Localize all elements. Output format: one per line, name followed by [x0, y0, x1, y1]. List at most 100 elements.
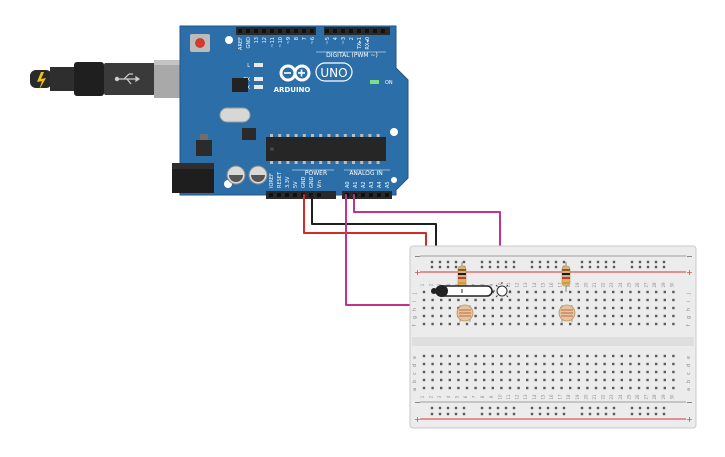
breadboard-hole[interactable]	[543, 386, 546, 390]
header-pin[interactable]	[361, 193, 365, 197]
breadboard-hole[interactable]	[457, 362, 460, 366]
breadboard-hole[interactable]	[431, 362, 434, 366]
breadboard-hole[interactable]	[422, 362, 426, 366]
breadboard-hole[interactable]	[663, 354, 666, 358]
breadboard-hole[interactable]	[655, 370, 658, 374]
breadboard-hole[interactable]	[586, 314, 589, 318]
breadboard-hole[interactable]	[440, 322, 443, 326]
breadboard-hole[interactable]	[457, 298, 460, 302]
breadboard-hole[interactable]	[422, 314, 426, 318]
breadboard-hole[interactable]	[612, 354, 615, 358]
breadboard-hole[interactable]	[534, 290, 537, 294]
header-pin[interactable]	[349, 29, 353, 33]
rail-hole[interactable]	[588, 260, 592, 264]
breadboard-hole[interactable]	[526, 322, 529, 326]
breadboard-hole[interactable]	[483, 322, 486, 326]
rail-hole[interactable]	[430, 260, 434, 264]
breadboard-hole[interactable]	[551, 370, 555, 374]
rail-hole[interactable]	[654, 260, 658, 264]
breadboard-hole[interactable]	[500, 386, 503, 390]
rail-hole[interactable]	[604, 412, 608, 416]
rail-hole[interactable]	[554, 406, 558, 410]
rail-hole[interactable]	[662, 260, 666, 264]
breadboard-hole[interactable]	[508, 354, 512, 358]
breadboard-hole[interactable]	[577, 290, 580, 294]
rail-hole[interactable]	[630, 406, 634, 410]
breadboard-hole[interactable]	[629, 322, 632, 326]
rail-hole[interactable]	[630, 412, 634, 416]
rail-hole[interactable]	[546, 412, 550, 416]
breadboard-hole[interactable]	[440, 378, 443, 382]
breadboard-hole[interactable]	[543, 370, 546, 374]
breadboard-hole[interactable]	[594, 362, 598, 366]
breadboard-hole[interactable]	[551, 290, 555, 294]
breadboard-hole[interactable]	[500, 298, 503, 302]
breadboard-hole[interactable]	[577, 370, 580, 374]
rail-hole[interactable]	[638, 260, 642, 264]
breadboard-hole[interactable]	[431, 306, 434, 310]
rail-hole[interactable]	[662, 265, 666, 269]
breadboard-hole[interactable]	[508, 362, 512, 366]
rail-hole[interactable]	[512, 412, 516, 416]
breadboard-hole[interactable]	[457, 378, 460, 382]
rail-hole[interactable]	[646, 406, 650, 410]
rail-hole[interactable]	[512, 265, 516, 269]
rail-hole[interactable]	[446, 406, 450, 410]
breadboard-hole[interactable]	[594, 314, 598, 318]
rail-hole[interactable]	[638, 265, 642, 269]
breadboard-hole[interactable]	[534, 298, 537, 302]
breadboard-hole[interactable]	[508, 298, 512, 302]
breadboard-hole[interactable]	[637, 386, 641, 390]
rail-hole[interactable]	[596, 265, 600, 269]
breadboard-hole[interactable]	[603, 354, 606, 358]
breadboard-hole[interactable]	[440, 362, 443, 366]
header-pin[interactable]	[369, 193, 373, 197]
breadboard-hole[interactable]	[612, 378, 615, 382]
breadboard-hole[interactable]	[457, 370, 460, 374]
breadboard-hole[interactable]	[655, 362, 658, 366]
breadboard-hole[interactable]	[672, 314, 675, 318]
rail-hole[interactable]	[446, 260, 450, 264]
breadboard-hole[interactable]	[517, 322, 520, 326]
breadboard-hole[interactable]	[500, 314, 503, 318]
breadboard-hole[interactable]	[594, 298, 598, 302]
breadboard-hole[interactable]	[448, 386, 451, 390]
photoresistor-2[interactable]	[558, 304, 576, 322]
breadboard-hole[interactable]	[629, 298, 632, 302]
breadboard-hole[interactable]	[483, 362, 486, 366]
header-pin[interactable]	[286, 29, 290, 33]
breadboard-hole[interactable]	[569, 322, 572, 326]
breadboard-hole[interactable]	[672, 386, 675, 390]
rail-hole[interactable]	[530, 412, 534, 416]
breadboard-hole[interactable]	[577, 354, 580, 358]
breadboard-hole[interactable]	[560, 290, 563, 294]
breadboard-hole[interactable]	[586, 354, 589, 358]
breadboard-hole[interactable]	[620, 298, 623, 302]
breadboard-hole[interactable]	[663, 362, 666, 366]
rail-hole[interactable]	[462, 260, 466, 264]
breadboard-hole[interactable]	[483, 378, 486, 382]
breadboard-hole[interactable]	[594, 386, 598, 390]
rail-hole[interactable]	[430, 412, 434, 416]
rail-hole[interactable]	[662, 412, 666, 416]
breadboard-hole[interactable]	[483, 314, 486, 318]
rail-hole[interactable]	[538, 412, 542, 416]
breadboard-hole[interactable]	[491, 290, 494, 294]
breadboard-hole[interactable]	[603, 370, 606, 374]
breadboard-hole[interactable]	[491, 370, 494, 374]
breadboard-hole[interactable]	[637, 306, 641, 310]
header-pin[interactable]	[373, 29, 377, 33]
breadboard-hole[interactable]	[586, 306, 589, 310]
breadboard-hole[interactable]	[603, 298, 606, 302]
rail-hole[interactable]	[562, 260, 566, 264]
breadboard-hole[interactable]	[483, 298, 486, 302]
breadboard-hole[interactable]	[629, 306, 632, 310]
breadboard-hole[interactable]	[577, 314, 580, 318]
wire-gnd-black[interactable]	[311, 194, 437, 257]
breadboard-hole[interactable]	[612, 362, 615, 366]
rail-hole[interactable]	[612, 412, 616, 416]
breadboard-hole[interactable]	[577, 386, 580, 390]
breadboard-hole[interactable]	[534, 386, 537, 390]
rail-hole[interactable]	[504, 406, 508, 410]
header-pin[interactable]	[377, 193, 381, 197]
